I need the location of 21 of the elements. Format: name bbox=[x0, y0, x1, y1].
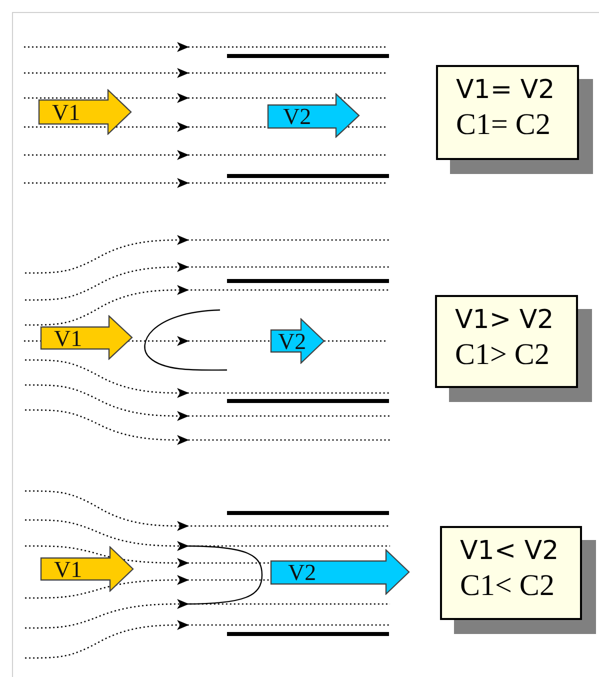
velocity-label: V1 bbox=[54, 326, 82, 350]
condition-box bbox=[436, 65, 579, 160]
velocity-relation: V1> V2 bbox=[455, 304, 555, 337]
condition-box bbox=[435, 295, 578, 388]
velocity-arrow bbox=[38, 89, 132, 135]
velocity-relation: V1= V2 bbox=[456, 74, 556, 107]
velocity-arrow bbox=[270, 549, 410, 595]
concentration-relation: C1< C2 bbox=[460, 568, 556, 604]
velocity-arrow bbox=[267, 93, 360, 138]
velocity-relation: V1< V2 bbox=[460, 535, 560, 568]
velocity-arrow bbox=[270, 318, 325, 364]
condition-box bbox=[440, 526, 582, 620]
velocity-arrow bbox=[40, 546, 134, 592]
velocity-label: V2 bbox=[288, 561, 316, 585]
concentration-relation: C1= C2 bbox=[456, 107, 552, 143]
concentration-relation: C1> C2 bbox=[455, 337, 550, 373]
velocity-label: V1 bbox=[52, 101, 80, 125]
velocity-arrow bbox=[40, 315, 133, 360]
velocity-label: V2 bbox=[278, 330, 306, 354]
velocity-label: V2 bbox=[283, 104, 312, 128]
velocity-label: V1 bbox=[54, 558, 82, 582]
